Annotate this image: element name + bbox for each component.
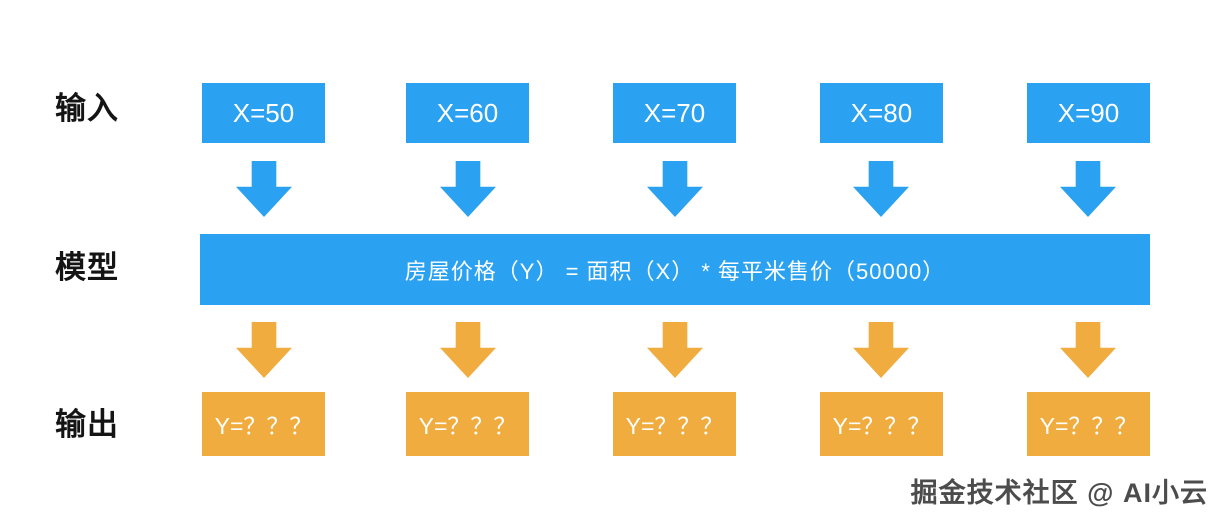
down-arrow-icon <box>1060 161 1116 217</box>
output-box-5: Y=？？？ <box>1027 392 1150 456</box>
down-arrow-icon <box>440 161 496 217</box>
row-label-model: 模型 <box>55 250 119 285</box>
input-box-x60: X=60 <box>406 83 529 143</box>
output-box-1: Y=？？？ <box>202 392 325 456</box>
row-label-output: 输出 <box>55 407 119 442</box>
input-box-x50: X=50 <box>202 83 325 143</box>
output-box-2: Y=？？？ <box>406 392 529 456</box>
down-arrow-icon <box>647 161 703 217</box>
model-formula-bar: 房屋价格（Y） = 面积（X） * 每平米售价（50000） <box>200 234 1150 305</box>
row-label-input: 输入 <box>55 91 119 126</box>
down-arrow-icon <box>440 322 496 378</box>
down-arrow-icon <box>647 322 703 378</box>
output-box-3: Y=？？？ <box>613 392 736 456</box>
input-box-x70: X=70 <box>613 83 736 143</box>
down-arrow-icon <box>853 161 909 217</box>
down-arrow-icon <box>236 161 292 217</box>
down-arrow-icon <box>853 322 909 378</box>
watermark: 掘金技术社区 @ AI小云 <box>910 478 1208 508</box>
input-box-x80: X=80 <box>820 83 943 143</box>
down-arrow-icon <box>1060 322 1116 378</box>
input-box-x90: X=90 <box>1027 83 1150 143</box>
down-arrow-icon <box>236 322 292 378</box>
output-box-4: Y=？？？ <box>820 392 943 456</box>
